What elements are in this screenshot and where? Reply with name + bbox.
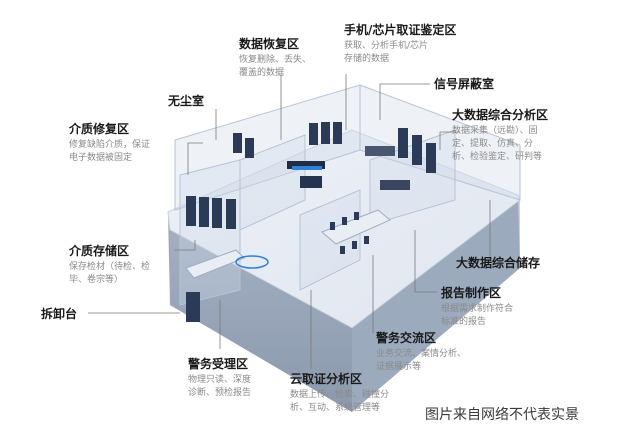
zone-title: 信号屏蔽室 xyxy=(434,77,495,91)
zone-title: 无尘室 xyxy=(168,94,205,108)
watermark-caption: 图片来自网络不代表实景 xyxy=(425,407,579,423)
zone-desc: 恢复删除、丢失、 覆盖的数据 xyxy=(239,55,312,78)
zone-desc: 保存检材（待检、检 毕、卷宗等） xyxy=(69,262,151,285)
server-racks xyxy=(186,122,436,229)
zone-title: 数据恢复区 xyxy=(239,37,300,51)
zone-desc: 业务交流、案情分析、 证据展示等 xyxy=(376,349,467,372)
zone-title: 介质修复区 xyxy=(69,122,130,136)
zone-title: 大数据综合分析区 xyxy=(452,108,549,122)
zone-bigdata-analysis: 大数据综合分析区 数据采集（远勘）、固 定、提取、仿真、分 析、检验鉴定、研判等 xyxy=(452,107,548,164)
zone-title: 报告制作区 xyxy=(441,286,502,300)
zone-desc: 数据采集（远勘）、固 定、提取、仿真、分 析、检验鉴定、研判等 xyxy=(452,126,543,162)
zone-title: 拆卸台 xyxy=(41,307,78,321)
zone-phone-chip: 手机/芯片取证鉴定区 获取、分析手机/芯片 存储的数据 xyxy=(344,22,456,66)
zone-report: 报告制作区 根据需求制作符合 标准的报告 xyxy=(441,285,513,329)
zone-desc: 数据上传、检索、碰撞分 析、互动、系统管理等 xyxy=(290,390,390,413)
zone-disassembly: 拆卸台 xyxy=(41,306,77,322)
zone-title: 警务交流区 xyxy=(376,331,437,345)
zone-title: 警务受理区 xyxy=(188,357,249,371)
zone-cloud-forensics: 云取证分析区 数据上传、检索、碰撞分 析、互动、系统管理等 xyxy=(290,371,389,415)
zone-media-repair: 介质修复区 修复缺陷介质，保证 电子数据被固定 xyxy=(69,121,150,165)
zone-desc: 修复缺陷介质，保证 电子数据被固定 xyxy=(69,140,151,163)
zone-desc: 获取、分析手机/芯片 存储的数据 xyxy=(344,41,429,64)
zone-signal-shield: 信号屏蔽室 xyxy=(434,76,494,92)
zone-desc: 根据需求制作符合 标准的报告 xyxy=(441,304,514,327)
zone-police-reception: 警务受理区 物理只读、深度 诊断、预检报告 xyxy=(188,356,251,400)
zone-title: 大数据综合储存 xyxy=(456,256,541,270)
zone-bigdata-storage: 大数据综合储存 xyxy=(456,255,540,271)
reception-desk xyxy=(185,249,269,322)
zone-desc: 物理只读、深度 诊断、预检报告 xyxy=(188,375,252,398)
zone-data-recovery: 数据恢复区 恢复删除、丢失、 覆盖的数据 xyxy=(239,36,311,80)
zone-title: 介质存储区 xyxy=(69,244,130,258)
zone-media-storage: 介质存储区 保存检材（待检、检 毕、卷宗等） xyxy=(69,243,150,287)
meeting-table xyxy=(321,209,391,254)
zone-title: 云取证分析区 xyxy=(290,372,363,386)
workstations xyxy=(287,146,410,190)
zone-title: 手机/芯片取证鉴定区 xyxy=(344,23,457,37)
leader-lines xyxy=(88,74,494,369)
zone-dust-free: 无尘室 xyxy=(168,93,204,109)
zone-police-exchange: 警务交流区 业务交流、案情分析、 证据展示等 xyxy=(376,330,466,374)
